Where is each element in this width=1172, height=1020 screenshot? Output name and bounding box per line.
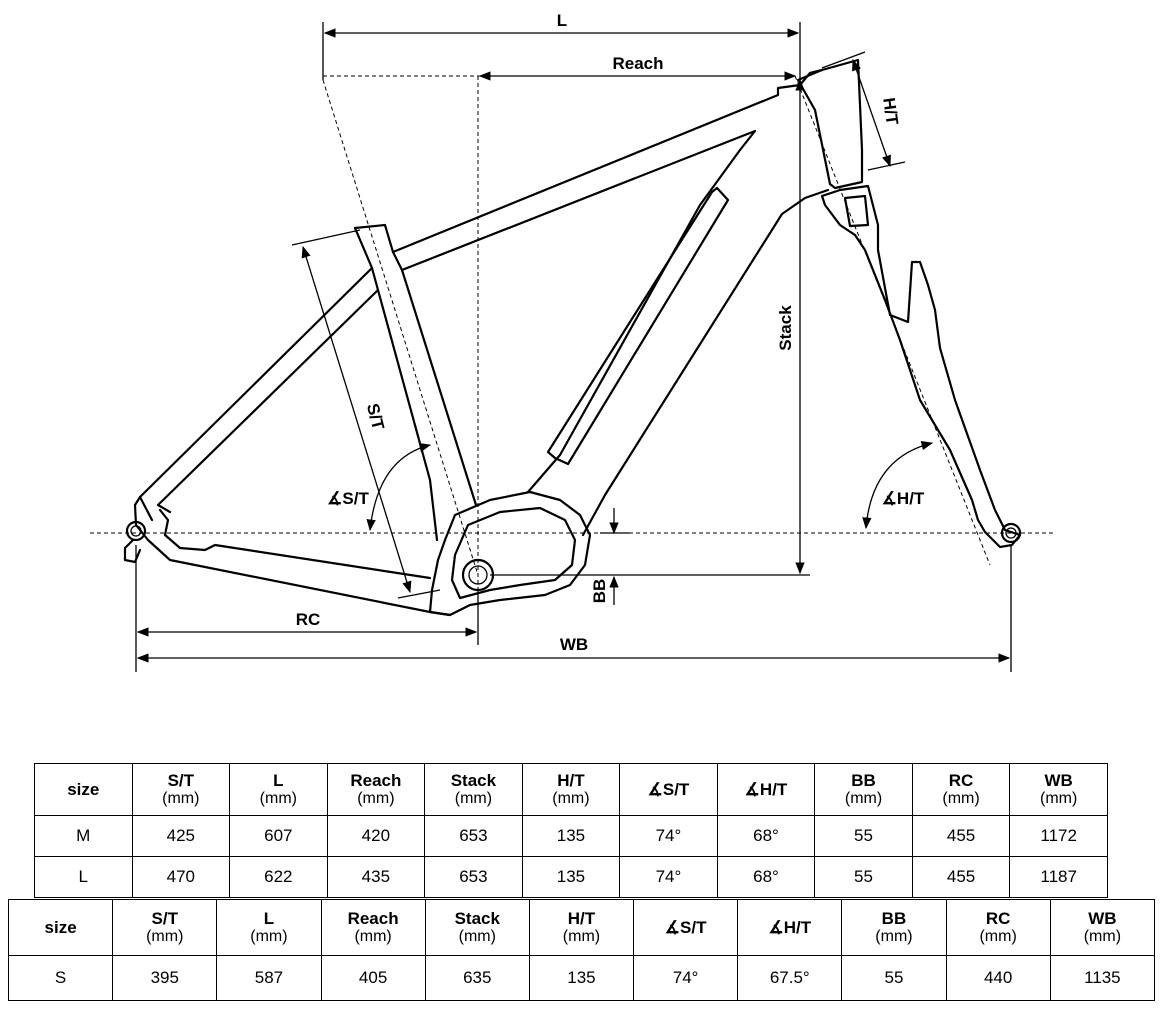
header-rear-center: RC(mm) bbox=[945, 899, 1051, 956]
table-cell: 55 bbox=[814, 856, 913, 898]
header-stack: Stack(mm) bbox=[424, 899, 530, 956]
table-cell: 1172 bbox=[1009, 815, 1108, 857]
bike-frame bbox=[123, 58, 1022, 617]
label-reach: Reach bbox=[612, 54, 663, 73]
header-wheelbase: WB(mm) bbox=[1049, 899, 1156, 956]
header-head-tube-angle: ∡H/T bbox=[716, 763, 816, 816]
header-seat-tube: S/T(mm) bbox=[112, 899, 218, 956]
label-bottom-bracket: BB bbox=[590, 579, 609, 604]
table-row: L 470 622 435 653 135 74° 68° 55 455 118… bbox=[34, 856, 1108, 898]
header-bottom-bracket: BB(mm) bbox=[814, 763, 913, 816]
label-seat-tube-angle: ∡S/T bbox=[327, 489, 369, 508]
label-length: L bbox=[557, 11, 567, 30]
table-cell: 455 bbox=[911, 856, 1011, 898]
table-cell: 420 bbox=[326, 815, 426, 857]
header-wheelbase: WB(mm) bbox=[1009, 763, 1108, 816]
table-cell: 74° bbox=[619, 815, 718, 857]
frame-geometry-diagram: L Reach H/T Stack S/T ∡S/T ∡H/T BB RC WB bbox=[90, 11, 1055, 672]
header-length: L(mm) bbox=[216, 899, 322, 956]
table-cell: 68° bbox=[716, 856, 816, 898]
table-row: S 395 587 405 635 135 74° 67.5° 55 440 1… bbox=[7, 955, 1156, 1001]
table-cell: 653 bbox=[424, 856, 523, 898]
header-reach: Reach(mm) bbox=[320, 899, 426, 956]
table-cell: 440 bbox=[945, 955, 1051, 1001]
header-stack: Stack(mm) bbox=[424, 763, 523, 816]
header-head-tube-angle: ∡H/T bbox=[737, 899, 843, 956]
table-header-row: size S/T(mm) L(mm) Reach(mm) Stack(mm) H… bbox=[7, 899, 1156, 956]
header-reach: Reach(mm) bbox=[326, 763, 426, 816]
table-cell: L bbox=[34, 856, 133, 898]
header-head-tube: H/T(mm) bbox=[521, 763, 621, 816]
table-cell: 395 bbox=[112, 955, 218, 1001]
header-seat-tube-angle: ∡S/T bbox=[633, 899, 739, 956]
header-seat-tube: S/T(mm) bbox=[131, 763, 231, 816]
table-header-row: size S/T(mm) L(mm) Reach(mm) Stack(mm) H… bbox=[34, 763, 1108, 816]
table-cell: 425 bbox=[131, 815, 231, 857]
table-cell: 67.5° bbox=[737, 955, 843, 1001]
label-wheelbase: WB bbox=[560, 635, 588, 654]
label-head-tube: H/T bbox=[879, 96, 902, 126]
table-cell: 635 bbox=[424, 955, 530, 1001]
table-cell: 622 bbox=[229, 856, 328, 898]
table-cell: 1187 bbox=[1009, 856, 1108, 898]
table-cell: 653 bbox=[424, 815, 523, 857]
header-size: size bbox=[34, 763, 133, 816]
geometry-table-m-l: size S/T(mm) L(mm) Reach(mm) Stack(mm) H… bbox=[34, 763, 1108, 898]
header-head-tube: H/T(mm) bbox=[528, 899, 635, 956]
table-cell: 135 bbox=[521, 856, 621, 898]
table-cell: 74° bbox=[633, 955, 739, 1001]
table-cell: 68° bbox=[716, 815, 816, 857]
label-seat-tube: S/T bbox=[363, 402, 388, 433]
table-cell: 455 bbox=[911, 815, 1011, 857]
header-bottom-bracket: BB(mm) bbox=[841, 899, 947, 956]
table-cell: 55 bbox=[814, 815, 913, 857]
label-head-tube-angle: ∡H/T bbox=[882, 489, 925, 508]
table-cell: 470 bbox=[131, 856, 231, 898]
dimension-lines bbox=[135, 22, 1012, 672]
header-seat-tube-angle: ∡S/T bbox=[619, 763, 718, 816]
table-cell: 587 bbox=[216, 955, 322, 1001]
header-size: size bbox=[7, 899, 114, 956]
table-cell: 135 bbox=[528, 955, 635, 1001]
geometry-table-s: size S/T(mm) L(mm) Reach(mm) Stack(mm) H… bbox=[7, 899, 1156, 1001]
table-cell: 135 bbox=[521, 815, 621, 857]
table-cell: 405 bbox=[320, 955, 426, 1001]
header-length: L(mm) bbox=[229, 763, 328, 816]
table-cell: 55 bbox=[841, 955, 947, 1001]
header-rear-center: RC(mm) bbox=[911, 763, 1011, 816]
table-cell: 435 bbox=[326, 856, 426, 898]
table-cell: M bbox=[34, 815, 133, 857]
table-row: M 425 607 420 653 135 74° 68° 55 455 117… bbox=[34, 815, 1108, 857]
table-cell: 74° bbox=[619, 856, 718, 898]
table-cell: 607 bbox=[229, 815, 328, 857]
label-stack: Stack bbox=[776, 305, 795, 351]
label-rear-center: RC bbox=[296, 610, 321, 629]
table-cell: 1135 bbox=[1049, 955, 1156, 1001]
table-cell: S bbox=[7, 955, 114, 1001]
